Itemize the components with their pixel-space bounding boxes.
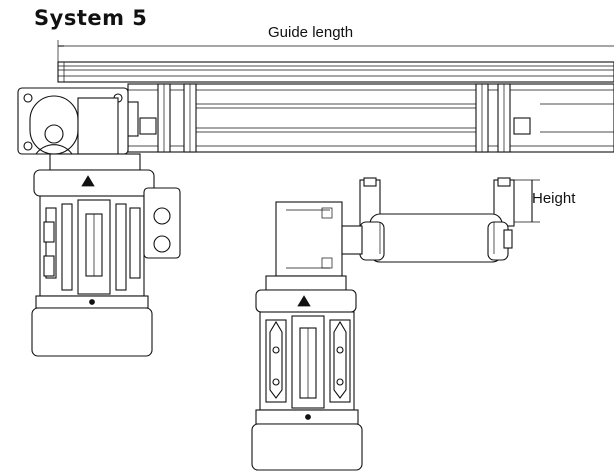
guide-length-label: Guide length bbox=[268, 24, 354, 41]
left-motor bbox=[31, 153, 181, 357]
diagram-title: System 5 bbox=[34, 6, 148, 30]
center-motor bbox=[251, 275, 363, 471]
center-gearbox bbox=[275, 201, 363, 277]
side-view-beam bbox=[359, 177, 515, 263]
left-gearbox bbox=[17, 87, 129, 163]
height-dimension bbox=[514, 179, 540, 223]
height-label: Height bbox=[532, 190, 576, 207]
guide-length-dimension bbox=[57, 40, 614, 62]
guide-rail bbox=[57, 61, 614, 83]
conveyor-beam bbox=[127, 83, 614, 153]
